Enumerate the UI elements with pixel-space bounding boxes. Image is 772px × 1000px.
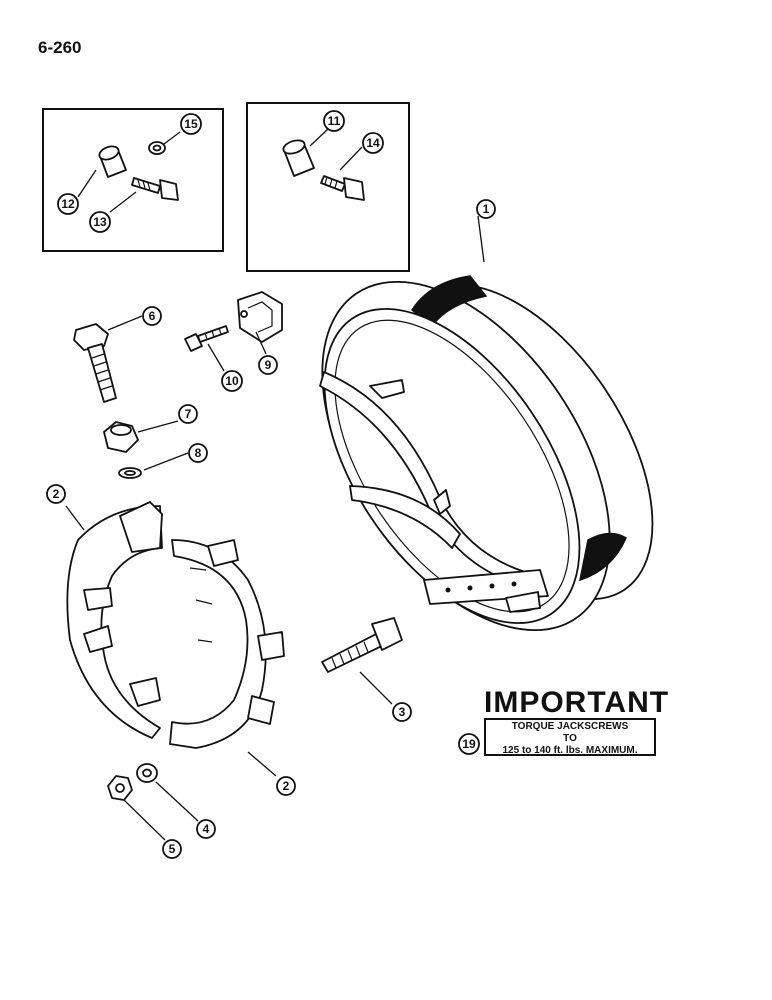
svg-text:8: 8	[195, 446, 202, 460]
nut-part-7	[103, 421, 139, 453]
svg-text:10: 10	[225, 374, 239, 388]
svg-text:6: 6	[149, 309, 156, 323]
svg-text:14: 14	[366, 136, 380, 150]
jackscrew-part-6	[73, 323, 117, 403]
svg-text:5: 5	[169, 842, 176, 856]
inset-box-right	[246, 102, 410, 272]
wheel-rim-part-1	[319, 275, 654, 632]
svg-text:11: 11	[328, 114, 341, 128]
callout-2-lower: 2	[276, 776, 296, 796]
callout-3: 3	[392, 702, 412, 722]
callout-12: 12	[57, 193, 79, 215]
svg-text:3: 3	[399, 705, 406, 719]
svg-text:12: 12	[61, 197, 75, 211]
torque-notice-line-3: 125 to 140 ft. lbs. MAXIMUM.	[502, 745, 638, 756]
bolt-part-10	[184, 325, 229, 352]
callout-1: 1	[476, 199, 496, 219]
callout-15: 15	[180, 113, 202, 135]
leader-lines	[65, 128, 485, 841]
svg-text:7: 7	[185, 407, 192, 421]
jackscrew-bolt-part-3	[321, 617, 403, 673]
nut-part-5	[107, 775, 133, 801]
callout-7: 7	[178, 404, 198, 424]
spacer-part-11	[282, 139, 315, 177]
svg-text:15: 15	[184, 117, 198, 131]
clip-part-9	[237, 291, 283, 343]
svg-text:13: 13	[93, 215, 107, 229]
clamp-half-part-2-upper	[66, 501, 163, 739]
torque-notice-line-2: TO	[563, 733, 577, 744]
callout-9: 9	[258, 355, 278, 375]
callout-8: 8	[188, 443, 208, 463]
washer-part-15	[148, 141, 166, 155]
washer-part-8	[118, 467, 142, 479]
svg-text:1: 1	[483, 202, 490, 216]
callout-6: 6	[142, 306, 162, 326]
clamp-half-part-2-lower	[169, 539, 285, 749]
svg-text:9: 9	[265, 358, 272, 372]
svg-text:2: 2	[283, 779, 290, 793]
callout-2-upper: 2	[46, 484, 66, 504]
important-heading: IMPORTANT	[484, 686, 670, 719]
washer-part-4	[136, 763, 158, 783]
callout-4: 4	[196, 819, 216, 839]
svg-text:2: 2	[53, 487, 60, 501]
spacer-part-12	[98, 145, 127, 178]
callout-10: 10	[221, 370, 243, 392]
bolt-part-14	[320, 175, 365, 201]
torque-notice-line-1: TORQUE JACKSCREWS	[511, 721, 629, 732]
bolt-part-13	[131, 177, 179, 201]
svg-text:19: 19	[462, 737, 476, 751]
torque-notice-box: TORQUE JACKSCREWS TO 125 to 140 ft. lbs.…	[484, 718, 656, 756]
callout-14: 14	[362, 132, 384, 154]
svg-text:4: 4	[203, 822, 210, 836]
callout-13: 13	[89, 211, 111, 233]
callout-11: 11	[323, 110, 345, 132]
page-number: 6-260	[38, 38, 82, 57]
callout-19: 19	[458, 733, 480, 755]
callout-5: 5	[162, 839, 182, 859]
